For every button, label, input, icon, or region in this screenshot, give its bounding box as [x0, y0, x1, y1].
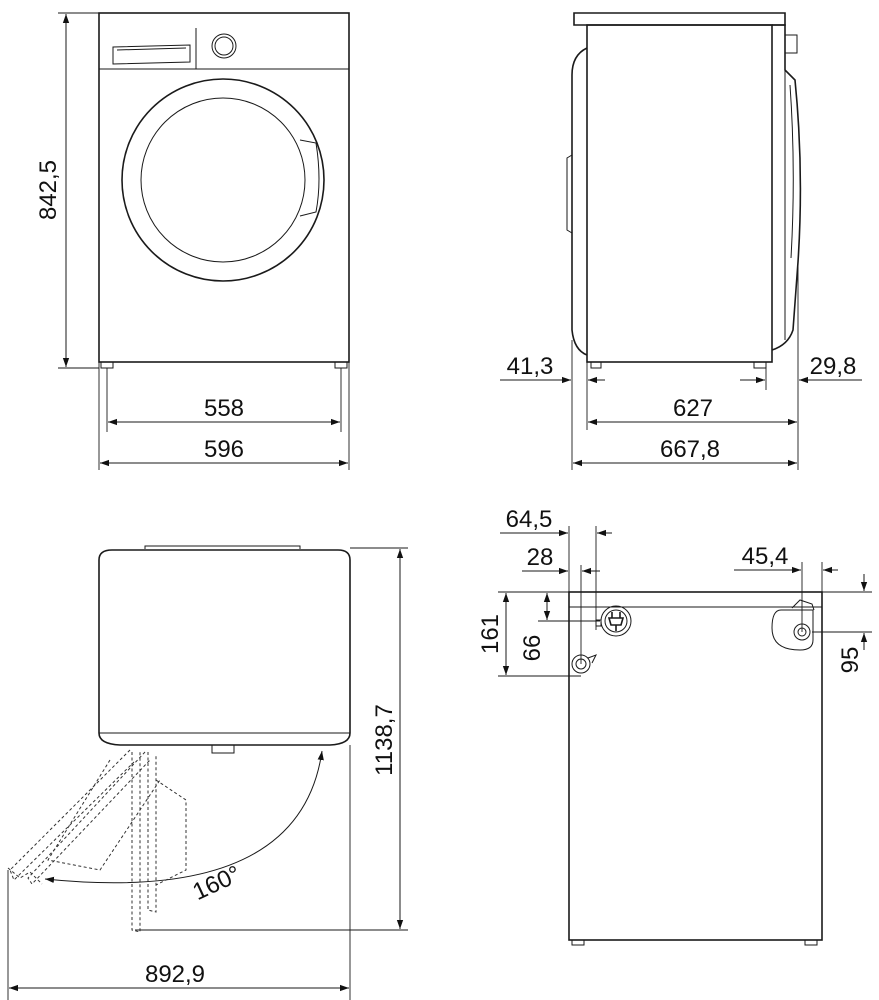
power-plug-icon: [595, 605, 632, 637]
rear-height-161-label: 161: [477, 614, 504, 654]
top-view: 160°: [7, 545, 351, 933]
front-view: [98, 12, 350, 369]
front-foot-width-dim: 558: [106, 368, 342, 432]
door-angle-label: 160°: [189, 860, 245, 905]
rear-height-161-dim: 161: [477, 591, 581, 677]
top-depth-label: 1138,7: [371, 704, 398, 776]
rear-height-95-label: 95: [837, 647, 864, 674]
rear-offset-45-dim: 45,4: [734, 543, 838, 632]
front-height-label: 842,5: [35, 160, 62, 220]
rear-offset-64-dim: 64,5: [500, 506, 612, 630]
top-width-label: 892,9: [145, 961, 205, 988]
top-width-dim: 892,9: [7, 745, 351, 1000]
side-total-depth-dim: 667,8: [573, 436, 797, 467]
rear-height-66-label: 66: [519, 635, 546, 662]
front-foot-width-label: 558: [204, 395, 244, 422]
side-front-offset-label: 41,3: [507, 353, 554, 380]
side-rear-offset-dim: 29,8: [740, 260, 862, 470]
water-inlet-icon: [571, 654, 598, 674]
rear-offset-28-dim: 28: [522, 526, 600, 664]
front-width-dim: 596: [98, 362, 350, 470]
front-width-label: 596: [204, 436, 244, 463]
rear-offset-45-label: 45,4: [742, 543, 789, 570]
rear-offset-64-label: 64,5: [506, 506, 553, 533]
side-body-depth-label: 627: [673, 395, 713, 422]
rear-height-66-dim: 66: [519, 593, 600, 661]
side-view: [566, 12, 802, 369]
rear-height-95-dim: 95: [812, 574, 872, 673]
rear-view: [568, 591, 823, 946]
side-body-depth-dim: 627: [588, 395, 797, 426]
front-height-dim: 842,5: [35, 12, 99, 369]
top-depth-dim: 1138,7: [135, 547, 408, 931]
side-rear-offset-label: 29,8: [810, 353, 857, 380]
rear-offset-28-label: 28: [527, 544, 554, 571]
side-total-depth-label: 667,8: [660, 436, 720, 463]
side-front-offset-dim: 41,3: [500, 340, 605, 470]
